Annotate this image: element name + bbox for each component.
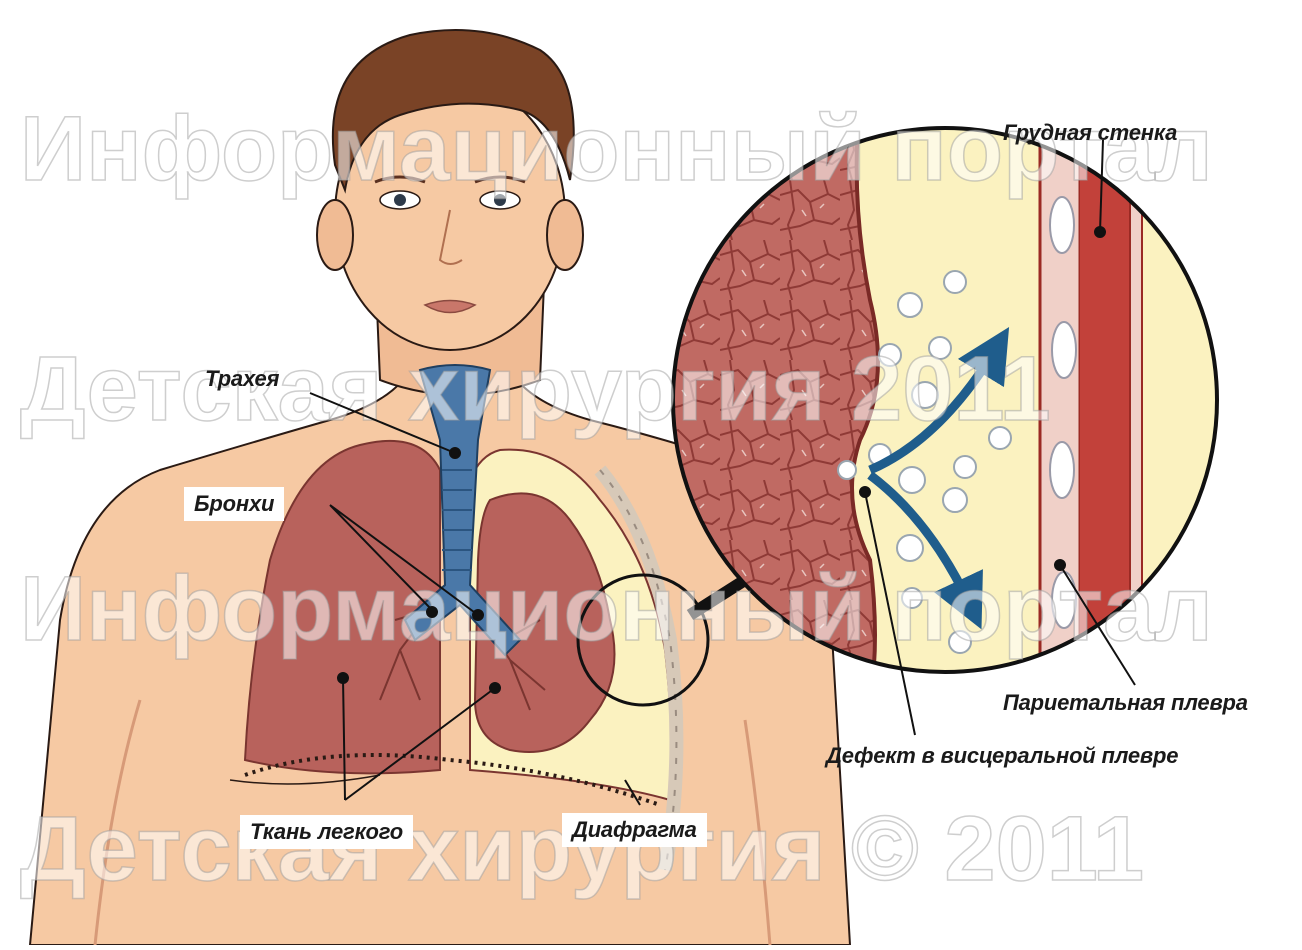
bronchi-label: Бронхи bbox=[184, 487, 284, 521]
diaphragm-label: Диафрагма bbox=[562, 813, 707, 847]
watermark-line-1: Информационный портал bbox=[20, 98, 1213, 200]
watermark-line-3: Информационный портал bbox=[20, 558, 1213, 660]
lung-tissue-label: Ткань легкого bbox=[240, 815, 413, 849]
trachea-label: Трахея bbox=[205, 366, 279, 392]
parietal-pleura-label: Париетальная плевра bbox=[1003, 690, 1248, 716]
chest-wall-label: Грудная стенка bbox=[1003, 120, 1177, 146]
watermark-line-2: Детская хирургия 2011 bbox=[20, 338, 1051, 440]
visceral-defect-label: Дефект в висцеральной плевре bbox=[826, 743, 1178, 769]
